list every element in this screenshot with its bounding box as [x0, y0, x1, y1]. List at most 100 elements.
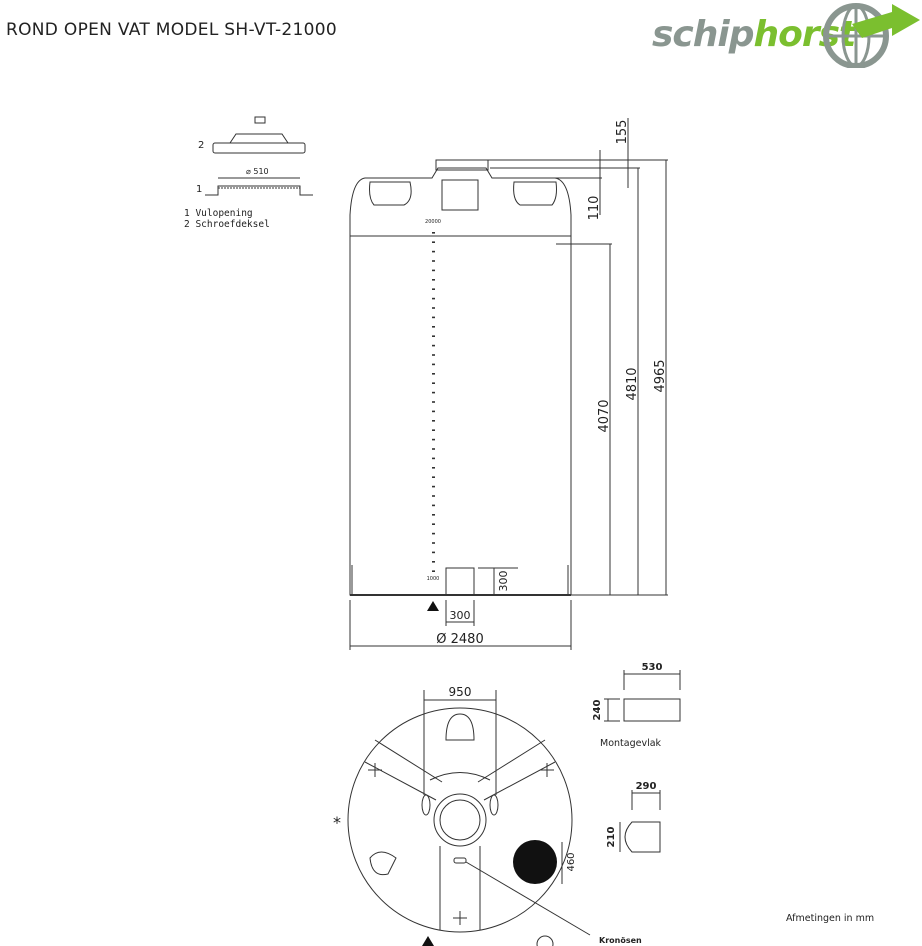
tank-side-view	[349, 159, 572, 596]
kronosen-symbol	[536, 935, 554, 946]
scale-tick	[432, 382, 435, 384]
brand-logo: schiphorst	[650, 0, 922, 70]
scale-tick	[432, 485, 435, 488]
scale-tick	[432, 504, 435, 507]
top-view-rib-up	[423, 708, 497, 795]
dim-label-530: 530	[642, 662, 663, 673]
scale-tick	[432, 326, 435, 328]
horizontal-dimensions	[349, 567, 572, 650]
tank-neck	[441, 179, 479, 211]
scale-tick	[432, 260, 435, 262]
scale-tick	[432, 250, 435, 253]
dim-label-4965: 4965	[653, 359, 668, 392]
scale-tick	[432, 457, 435, 460]
top-view-rib-right	[477, 739, 556, 801]
montage-rect	[623, 698, 681, 722]
scale-tick	[432, 448, 435, 450]
dim-label-4070: 4070	[597, 399, 612, 432]
dim-label-155: 155	[615, 120, 630, 145]
hole-shape	[624, 821, 661, 853]
top-view-hub	[433, 793, 487, 847]
fill-scale	[432, 232, 435, 572]
hub-slot-left	[421, 794, 431, 816]
top-view-marker-triangle	[422, 936, 434, 946]
scale-tick	[432, 241, 435, 243]
top-view-circle	[347, 707, 573, 933]
montage-label: Montagevlak	[600, 738, 662, 749]
lid-diameter-label: ⌀ 510	[246, 167, 269, 176]
scale-tick	[432, 410, 435, 413]
page-title: ROND OPEN VAT MODEL SH-VT-21000	[6, 20, 337, 40]
dim-label-290: 290	[636, 781, 657, 792]
dim-label-210: 210	[606, 827, 617, 848]
logo-wordmark: schiphorst	[652, 14, 856, 55]
scale-tick	[432, 495, 435, 497]
top-view-rib-left	[364, 739, 443, 801]
scale-tick	[432, 438, 435, 441]
kronosen-leader	[465, 861, 591, 936]
logo-part-1: schip	[652, 14, 755, 55]
scale-tick	[432, 551, 435, 554]
lid-label-2: 2	[198, 140, 204, 151]
scale-tick	[432, 354, 435, 356]
tank-lid	[435, 159, 489, 171]
tank-shoulder-right	[513, 181, 557, 206]
scale-tick	[432, 523, 435, 525]
scale-tick	[432, 335, 435, 337]
dim-label-diameter: Ø 2480	[436, 632, 483, 647]
scale-tick	[432, 561, 435, 563]
cross-mark-right	[540, 763, 554, 777]
scale-tick	[432, 288, 435, 290]
scale-label-bottom: 1000	[427, 576, 440, 582]
scale-tick	[432, 532, 435, 535]
scale-tick	[432, 279, 435, 281]
scale-tick	[432, 307, 435, 309]
top-view-hub-inner	[439, 799, 481, 841]
dim-label-460: 460	[566, 852, 577, 871]
scale-tick	[432, 373, 435, 375]
scale-tick	[432, 420, 435, 422]
scale-tick	[432, 363, 435, 366]
cross-mark-bottom	[453, 911, 467, 925]
units-note: Afmetingen in mm	[786, 913, 875, 924]
scale-tick	[432, 514, 435, 516]
dim-label-outlet-w: 300	[450, 609, 471, 622]
outlet-circle	[513, 840, 557, 884]
lid-detail	[205, 116, 313, 196]
scale-label-top: 20000	[425, 219, 441, 225]
scale-tick	[432, 476, 435, 478]
legend-fill-opening: 1 Vulopening	[184, 208, 253, 219]
outlet-opening	[445, 567, 475, 596]
hub-slot-right	[489, 794, 499, 816]
vertical-dimensions	[486, 118, 668, 596]
scale-tick	[432, 297, 435, 300]
kronosen-label: Kronösen	[599, 936, 642, 945]
lid-knob	[254, 116, 266, 124]
scale-tick	[432, 269, 435, 272]
scale-tick	[432, 401, 435, 403]
top-view-kronosen-slot	[453, 857, 467, 864]
logo-globe-icon	[823, 3, 920, 68]
dim-label-outlet-h: 300	[497, 571, 510, 592]
tank-outline	[349, 167, 572, 596]
tank-top-view	[347, 690, 591, 936]
legend-screw-lid: 2 Schroefdeksel	[184, 219, 270, 230]
scale-tick	[432, 232, 435, 234]
scale-tick	[432, 429, 435, 431]
top-view-rib-down	[439, 846, 481, 930]
cross-mark-left	[368, 763, 382, 777]
dim-label-4810: 4810	[625, 367, 640, 400]
top-view-slot-up	[445, 713, 475, 741]
scale-tick	[432, 316, 435, 319]
dim-label-950: 950	[449, 685, 472, 699]
scale-tick	[432, 391, 435, 394]
dim-label-240: 240	[592, 700, 603, 721]
star-marker: *	[333, 813, 341, 832]
screw-lid-top	[229, 133, 289, 144]
montage-surface-detail	[604, 670, 681, 722]
tank-shoulder-left	[369, 181, 412, 206]
lid-label-1: 1	[196, 184, 202, 195]
dim-label-110: 110	[587, 196, 602, 221]
outlet-marker-triangle	[427, 601, 439, 611]
